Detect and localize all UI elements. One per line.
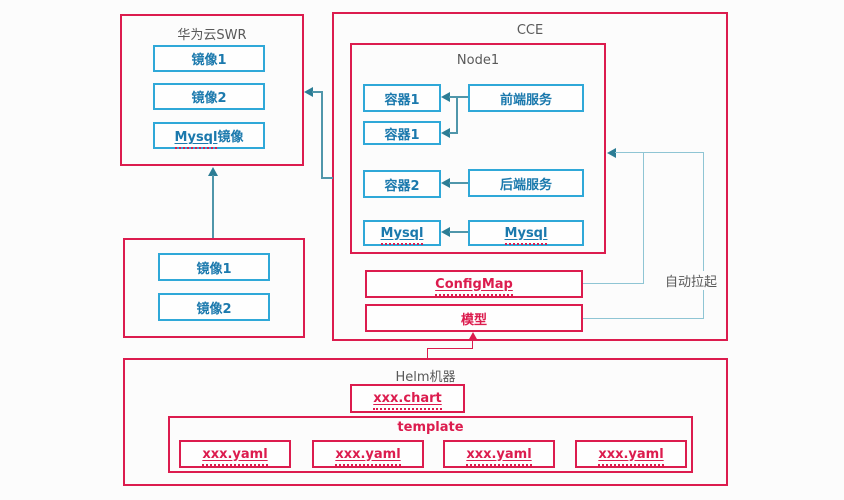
swr-box: 华为云SWR 镜像1 镜像2 Mysql镜像 <box>120 14 304 166</box>
frontend-service-box: 前端服务 <box>468 84 584 112</box>
connector-configmap-v <box>643 152 644 284</box>
local-image2-label: 镜像2 <box>196 301 232 317</box>
arrow-local-to-swr-head-icon <box>208 167 218 176</box>
mysql-service-label: Mysql <box>504 225 548 245</box>
container1b-label: 容器1 <box>384 127 420 143</box>
arrow-backend-to-container2-head-icon <box>441 178 450 188</box>
yaml-label-2: xxx.yaml <box>335 446 402 466</box>
cce-title: CCE <box>516 23 544 38</box>
cce-box: CCE Node1 容器1 容器1 容器2 Mysql 前端服务 后端服务 <box>332 12 728 341</box>
connector-frontend-fork-v <box>456 96 458 134</box>
auto-pull-label: 自动拉起 <box>665 271 718 290</box>
connector-frontend-h1 <box>449 96 468 98</box>
template-box: template xxx.yaml xxx.yaml xxx.yaml xxx.… <box>168 416 693 473</box>
local-image1-label: 镜像1 <box>196 261 232 277</box>
connector-helm-v1 <box>427 348 428 358</box>
mysql-service-box: Mysql <box>468 220 584 246</box>
container1b-box: 容器1 <box>363 121 441 145</box>
connector-mysql-h <box>449 231 468 233</box>
yaml-box-2: xxx.yaml <box>312 440 424 468</box>
swr-image1-label: 镜像1 <box>191 53 227 68</box>
chart-label: xxx.chart <box>373 391 443 410</box>
image-word: 镜像 <box>217 130 244 145</box>
swr-image2-label: 镜像2 <box>191 91 227 106</box>
node1-box: Node1 容器1 容器1 容器2 Mysql 前端服务 后端服务 Mysql <box>350 43 606 254</box>
arrow-cce-to-swr-head-icon <box>304 87 313 97</box>
swr-image1-box: 镜像1 <box>153 45 265 72</box>
connector-local-to-swr-v <box>212 175 214 238</box>
connector-model-h <box>583 318 704 319</box>
node1-title: Node1 <box>456 53 500 68</box>
container2-box: 容器2 <box>363 170 441 198</box>
mysql-container-box: Mysql <box>363 220 441 246</box>
configmap-box: ConfigMap <box>365 270 583 298</box>
helm-box: Helm机器 xxx.chart template xxx.yaml xxx.y… <box>123 358 728 486</box>
model-box: 模型 <box>365 304 583 332</box>
connector-cce-to-swr-h1 <box>312 91 323 93</box>
backend-service-label: 后端服务 <box>499 177 552 193</box>
swr-image2-box: 镜像2 <box>153 83 265 110</box>
arrow-frontend-to-container1b-head-icon <box>441 128 450 138</box>
connector-cce-to-swr-v <box>321 91 323 179</box>
frontend-service-label: 前端服务 <box>499 92 552 108</box>
model-label: 模型 <box>460 312 487 328</box>
mysql-container-label: Mysql <box>380 225 424 245</box>
connector-configmap-h <box>583 283 643 284</box>
yaml-box-1: xxx.yaml <box>179 440 291 468</box>
connector-helm-h <box>427 348 473 349</box>
connector-backend-h <box>449 182 468 184</box>
connector-cce-to-swr-h2 <box>321 177 333 179</box>
connector-autopull-top-h <box>615 152 703 153</box>
arrow-helm-to-model-head-icon <box>468 332 478 341</box>
backend-service-box: 后端服务 <box>468 169 584 197</box>
yaml-box-3: xxx.yaml <box>443 440 555 468</box>
connector-frontend-h2 <box>449 132 457 134</box>
local-image1-box: 镜像1 <box>158 253 270 281</box>
container2-label: 容器2 <box>384 178 420 194</box>
local-images-box: 镜像1 镜像2 <box>123 238 305 338</box>
connector-helm-v2 <box>472 340 473 349</box>
template-title: template <box>397 420 464 435</box>
arrow-frontend-to-container1a-head-icon <box>441 92 450 102</box>
yaml-label-4: xxx.yaml <box>598 446 665 466</box>
arrow-autopull-to-node1-head-icon <box>607 148 616 158</box>
yaml-box-4: xxx.yaml <box>575 440 687 468</box>
yaml-label-3: xxx.yaml <box>466 446 533 466</box>
swr-title: 华为云SWR <box>177 28 247 43</box>
swr-mysql-image-box: Mysql镜像 <box>153 122 265 149</box>
swr-mysql-image-label: Mysql镜像 <box>175 126 244 145</box>
helm-title: Helm机器 <box>395 370 456 385</box>
connector-model-v <box>703 152 704 319</box>
yaml-label-1: xxx.yaml <box>202 446 269 466</box>
mysql-word: Mysql <box>174 130 218 145</box>
configmap-label: ConfigMap <box>435 276 513 296</box>
local-image2-box: 镜像2 <box>158 293 270 321</box>
chart-box: xxx.chart <box>350 384 465 413</box>
container1a-label: 容器1 <box>384 92 420 108</box>
arrow-mysql-to-mysql-head-icon <box>441 227 450 237</box>
container1a-box: 容器1 <box>363 84 441 112</box>
